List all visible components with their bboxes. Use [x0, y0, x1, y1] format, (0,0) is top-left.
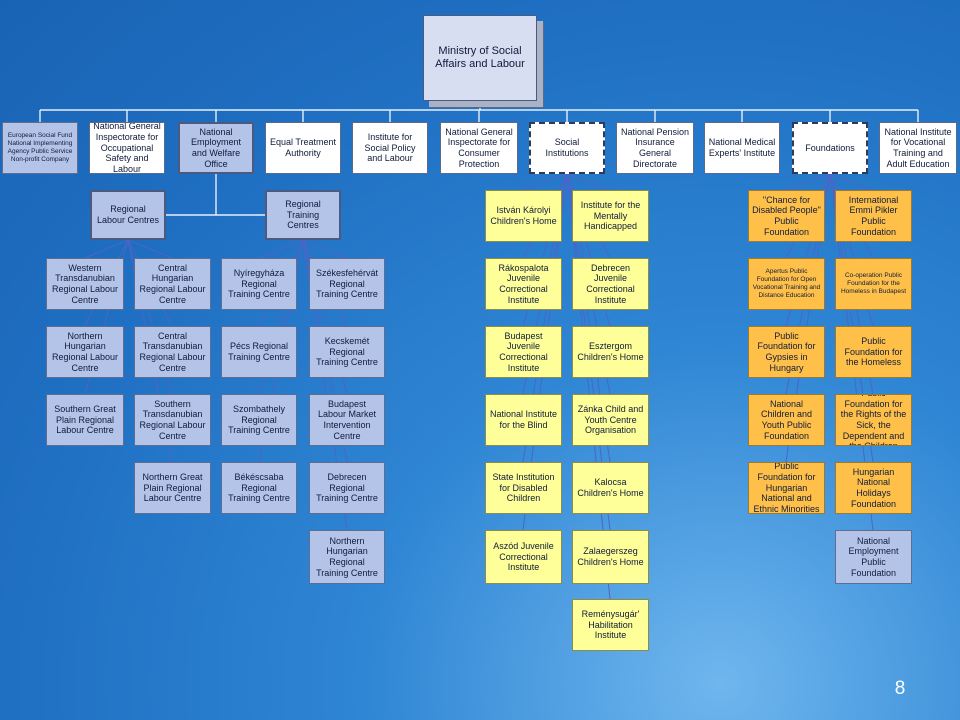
org-vocational[interactable]: National Institute for Vocational Traini… [879, 122, 957, 174]
rtc-kecskemet[interactable]: Kecskemét Regional Training Centre [309, 326, 385, 378]
connector-line-45 [829, 173, 874, 191]
rtc-debrecen[interactable]: Debrecen Regional Training Centre [309, 462, 385, 514]
fd-chance-disabled[interactable]: "Chance for Disabled People" Public Foun… [748, 190, 825, 242]
rlc-central-hungarian[interactable]: Central Hungarian Regional Labour Centre [134, 258, 211, 310]
connector-line-32 [566, 173, 611, 191]
fd-cooperation-homeless[interactable]: Co-operation Public Foundation for the H… [835, 258, 912, 310]
regional-training-centres[interactable]: Regional Training Centres [265, 190, 341, 240]
si-budapest-juvenile[interactable]: Budapest Juvenile Correctional Institute [485, 326, 562, 378]
org-national-employment[interactable]: National Employment and Welfare Office [178, 122, 254, 174]
fd-children-youth[interactable]: National Children and Youth Public Found… [748, 394, 825, 446]
regional-labour-centres[interactable]: Regional Labour Centres [90, 190, 166, 240]
connector-line-16 [127, 239, 173, 259]
si-mentally-handicapped[interactable]: Institute for the Mentally Handicapped [572, 190, 649, 242]
fd-emmi-pikler[interactable]: International Emmi Pikler Public Foundat… [835, 190, 912, 242]
rlc-western-transdanubian[interactable]: Western Transdanubian Regional Labour Ce… [46, 258, 124, 310]
page-number: 8 [894, 678, 906, 699]
org-pension[interactable]: National Pension Insurance General Direc… [616, 122, 694, 174]
connector-line-23 [302, 239, 348, 259]
rtc-pecs[interactable]: Pécs Regional Training Centre [221, 326, 297, 378]
org-equal-treatment[interactable]: Equal Treatment Authority [265, 122, 341, 174]
rlc-southern-great-plain[interactable]: Southern Great Plain Regional Labour Cen… [46, 394, 124, 446]
rlc-northern-hungarian[interactable]: Northern Hungarian Regional Labour Centr… [46, 326, 124, 378]
si-state-disabled-children[interactable]: State Institution for Disabled Children [485, 462, 562, 514]
fd-gypsies[interactable]: Public Foundation for Gypsies in Hungary [748, 326, 825, 378]
connector-line-44 [785, 173, 831, 191]
si-debrecen-juvenile[interactable]: Debrecen Juvenile Correctional Institute [572, 258, 649, 310]
si-rakospalota[interactable]: Rákospalota Juvenile Correctional Instit… [485, 258, 562, 310]
org-social-institutions[interactable]: Social Institutions [529, 122, 605, 174]
rtc-szombathely[interactable]: Szombathely Regional Training Centre [221, 394, 297, 446]
si-zalaegerszeg[interactable]: Zalaegerszeg Children's Home [572, 530, 649, 584]
si-remenysugar[interactable]: Reménysugár' Habilitation Institute [572, 599, 649, 651]
rtc-nyiregyhaza[interactable]: Nyíregyháza Regional Training Centre [221, 258, 297, 310]
connector-line-22 [258, 239, 304, 259]
fd-minorities[interactable]: Public Foundation for Hungarian National… [748, 462, 825, 514]
rtc-bekescsaba[interactable]: Békéscsaba Regional Training Centre [221, 462, 297, 514]
si-esztergom[interactable]: Esztergom Children's Home [572, 326, 649, 378]
rtc-szekesfehervat[interactable]: Székesfehérvát Regional Training Centre [309, 258, 385, 310]
org-medical[interactable]: National Medical Experts' Institute [704, 122, 780, 174]
si-institute-blind[interactable]: National Institute for the Blind [485, 394, 562, 446]
connector-line-31 [522, 173, 568, 191]
rtc-budapest-intervention[interactable]: Budapest Labour Market Intervention Cent… [309, 394, 385, 446]
fd-homeless[interactable]: Public Foundation for the Homeless [835, 326, 912, 378]
org-ngi-safety[interactable]: National General Inspectorate for Occupa… [89, 122, 165, 174]
org-foundations[interactable]: Foundations [792, 122, 868, 174]
fd-national-holidays[interactable]: Hungarian National Holidays Foundation [835, 462, 912, 514]
si-kalocsa[interactable]: Kalocsa Children's Home [572, 462, 649, 514]
rlc-central-transdanubian[interactable]: Central Transdanubian Regional Labour Ce… [134, 326, 211, 378]
si-aszod[interactable]: Aszód Juvenile Correctional Institute [485, 530, 562, 584]
org-ngi-consumer[interactable]: National General Inspectorate for Consum… [440, 122, 518, 174]
connector-line-15 [84, 239, 129, 259]
fd-national-employment[interactable]: National Employment Public Foundation [835, 530, 912, 584]
si-zanka[interactable]: Zánka Child and Youth Centre Organisatio… [572, 394, 649, 446]
rlc-southern-transdanubian[interactable]: Southern Transdanubian Regional Labour C… [134, 394, 211, 446]
rlc-northern-great-plain[interactable]: Northern Great Plain Regional Labour Cen… [134, 462, 211, 514]
fd-rights-sick[interactable]: Public Foundation for the Rights of the … [835, 394, 912, 446]
org-esf[interactable]: European Social Fund National Implementi… [2, 122, 78, 174]
org-institute-social-policy[interactable]: Institute for Social Policy and Labour [352, 122, 428, 174]
ministry-box[interactable]: Ministry of Social Affairs and Labour [423, 15, 537, 101]
rtc-northern-hungarian[interactable]: Northern Hungarian Regional Training Cen… [309, 530, 385, 584]
fd-apertus[interactable]: Apertus Public Foundation for Open Vocat… [748, 258, 825, 310]
si-istvan-karolyi[interactable]: István Károlyi Children's Home [485, 190, 562, 242]
